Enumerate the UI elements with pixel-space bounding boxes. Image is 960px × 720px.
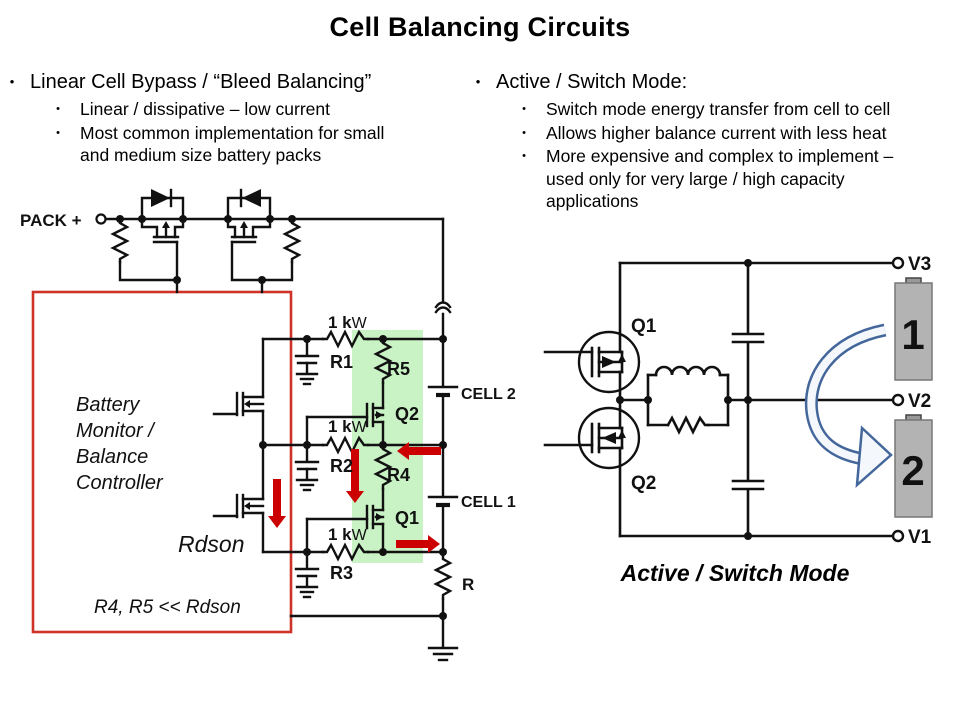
left-item-2: Most common implementation for small and…	[80, 122, 385, 166]
left-heading: Linear Cell Bypass / “Bleed Balancing”	[30, 71, 372, 93]
q1-label: Q1	[631, 316, 657, 337]
v2-label: V2	[908, 391, 931, 412]
mosfet-arrow-fills	[602, 354, 626, 444]
pack-terminal-icon	[95, 213, 107, 225]
q2-label: Q2	[395, 404, 419, 424]
v1-label: V1	[908, 527, 932, 548]
bullet-icon: •	[475, 74, 481, 89]
bullet-icon: •	[9, 74, 15, 89]
list-item: • More expensive and complex to implemen…	[518, 145, 956, 213]
diode-icon	[242, 189, 261, 207]
v3-label: V3	[908, 254, 931, 275]
junction-dots	[116, 215, 447, 620]
controller-label: Battery Monitor / Balance Controller	[76, 394, 164, 494]
cell2-number: 2	[901, 447, 924, 494]
active-switch-circuit-diagram: 1 2 V3 V2 V1 Q1 Q2	[543, 254, 933, 548]
bullet-icon: •	[56, 103, 60, 115]
list-item: • Most common implementation for small a…	[52, 122, 472, 167]
current-arrow-down-icon	[346, 449, 364, 503]
r-label: R	[462, 575, 474, 594]
r4-label: R4	[387, 465, 410, 485]
left-heading-row: • Linear Cell Bypass / “Bleed Balancing”	[6, 70, 472, 94]
svg-text:Battery: Battery	[76, 394, 140, 416]
rdson-note: R4, R5 << Rdson	[94, 597, 241, 618]
v3-terminal-icon	[891, 256, 905, 270]
battery-cell-1: 1	[894, 277, 933, 381]
rdson-label: Rdson	[178, 531, 244, 557]
resistor-value-label: 1 kW	[328, 313, 368, 332]
r1-label: R1	[330, 352, 353, 372]
cell2-label: CELL 2	[461, 386, 516, 403]
bullet-icon: •	[522, 103, 526, 115]
battery-cell-2: 2	[894, 414, 933, 518]
resistor-value-label: 1 kW	[328, 417, 368, 436]
circuit-wires	[103, 188, 459, 662]
list-item: • Allows higher balance current with les…	[518, 122, 956, 145]
page-title: Cell Balancing Circuits	[329, 12, 631, 42]
r5-label: R5	[387, 359, 410, 379]
right-heading: Active / Switch Mode:	[496, 71, 688, 93]
bullet-icon: •	[56, 126, 60, 139]
active-circuit-caption: Active / Switch Mode	[620, 560, 850, 586]
svg-text:Balance: Balance	[76, 446, 148, 468]
current-arrow-down-icon	[268, 479, 286, 528]
battery-minus-plates	[436, 392, 450, 508]
list-item: • Linear / dissipative – low current	[52, 98, 472, 121]
bullet-icon: •	[522, 150, 526, 162]
svg-text:Controller: Controller	[76, 472, 164, 494]
right-bullet-column: • Active / Switch Mode: • Switch mode en…	[472, 70, 956, 214]
left-bullet-column: • Linear Cell Bypass / “Bleed Balancing”…	[6, 70, 472, 168]
battery-monitor-box	[31, 290, 293, 634]
cell1-label: CELL 1	[461, 494, 516, 511]
q1-label: Q1	[395, 508, 419, 528]
current-arrow-right-icon	[396, 535, 440, 553]
r3-label: R3	[330, 563, 353, 583]
energy-transfer-arrow-icon	[804, 323, 893, 489]
junction-dots	[616, 259, 752, 540]
cell-body	[894, 282, 933, 381]
right-item-2: Allows higher balance current with less …	[546, 122, 887, 143]
right-heading-row: • Active / Switch Mode:	[472, 70, 956, 94]
v2-terminal-icon	[891, 393, 905, 407]
svg-text:Monitor /: Monitor /	[76, 420, 156, 442]
cell1-number: 1	[901, 311, 924, 358]
list-item: • Switch mode energy transfer from cell …	[518, 98, 956, 121]
diode-icon	[151, 189, 170, 207]
right-item-3: More expensive and complex to implement …	[546, 146, 894, 211]
current-arrow-left-icon	[397, 442, 441, 460]
r2-label: R2	[330, 456, 353, 476]
pack-label: PACK +	[20, 211, 82, 230]
diode-and-arrow-fills	[151, 189, 383, 521]
left-item-1: Linear / dissipative – low current	[80, 99, 330, 119]
resistor-value-label: 1 kW	[328, 525, 368, 544]
bypass-highlight-zone	[352, 330, 423, 563]
circuit-wires	[543, 261, 900, 538]
v1-terminal-icon	[891, 529, 905, 543]
q2-label: Q2	[631, 473, 656, 494]
right-item-1: Switch mode energy transfer from cell to…	[546, 99, 891, 119]
cell-body	[894, 419, 933, 518]
linear-bypass-circuit-diagram: PACK + 1 kW 1 kW 1 kW R1 R2 R3 R5 R4 Q2 …	[20, 188, 516, 662]
current-arrows	[268, 442, 441, 553]
bullet-icon: •	[522, 126, 526, 139]
